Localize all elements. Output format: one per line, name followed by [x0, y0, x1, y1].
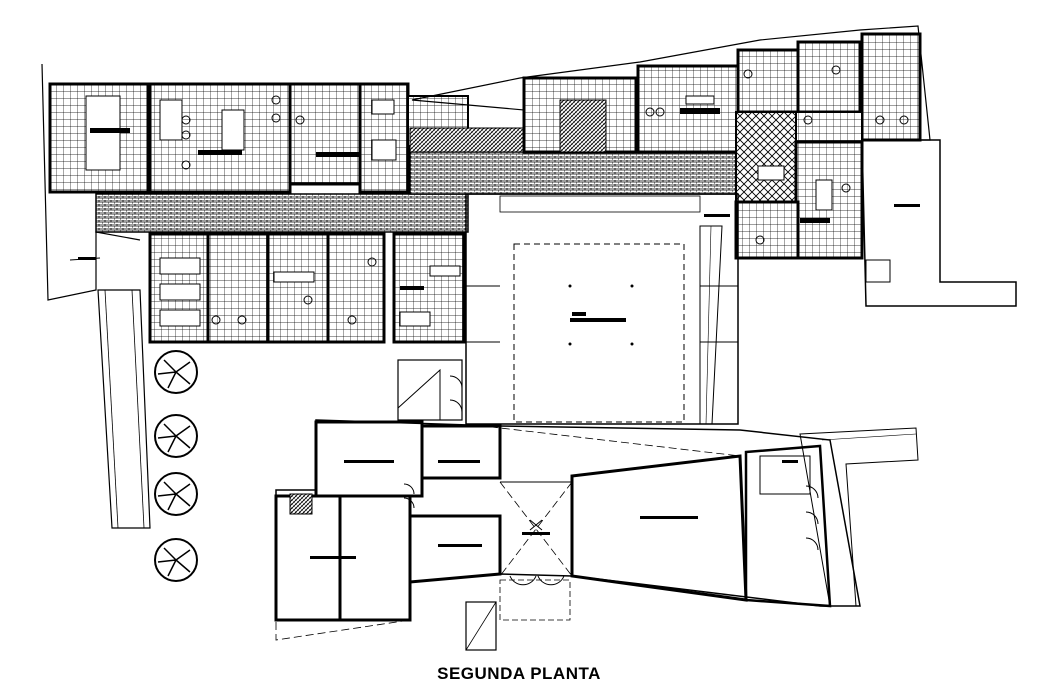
east-canopy [799, 427, 919, 607]
tree-4 [154, 538, 198, 582]
room-north-3 [288, 82, 362, 186]
atrium-hatch [559, 99, 607, 153]
room-right-2 [734, 200, 800, 260]
central-courtyard [465, 193, 739, 425]
room-mid-4 [326, 232, 386, 344]
left-walkway [41, 63, 141, 301]
courtyard-void [513, 243, 685, 423]
room-mid-3 [266, 232, 330, 344]
left-ramp [97, 289, 151, 529]
stair-south [465, 601, 497, 651]
lobby-diagonal [735, 111, 797, 203]
right-annex [861, 139, 1017, 307]
room-mid-2 [206, 232, 270, 344]
room-top-4 [796, 40, 862, 114]
room-bottom-2 [420, 424, 502, 480]
room-top-6 [795, 111, 863, 143]
room-bottom-5 [408, 514, 502, 584]
room-bottom-1 [314, 420, 424, 498]
corridor-center [409, 151, 741, 195]
top-left-wing [48, 82, 469, 194]
room-bottom-6 [744, 444, 832, 608]
corridor-left [95, 193, 469, 233]
top-right-wing [411, 25, 931, 260]
stair-west [397, 359, 463, 421]
middle-left-wing [148, 232, 466, 344]
bottom-wing [274, 419, 861, 651]
room-top-3 [736, 48, 800, 114]
tree-1 [154, 350, 198, 394]
room-top-5 [860, 32, 922, 142]
drawing-caption: SEGUNDA PLANTA [437, 664, 601, 683]
hall-bottom [570, 454, 748, 602]
tree-3 [154, 472, 198, 516]
tree-2 [154, 414, 198, 458]
